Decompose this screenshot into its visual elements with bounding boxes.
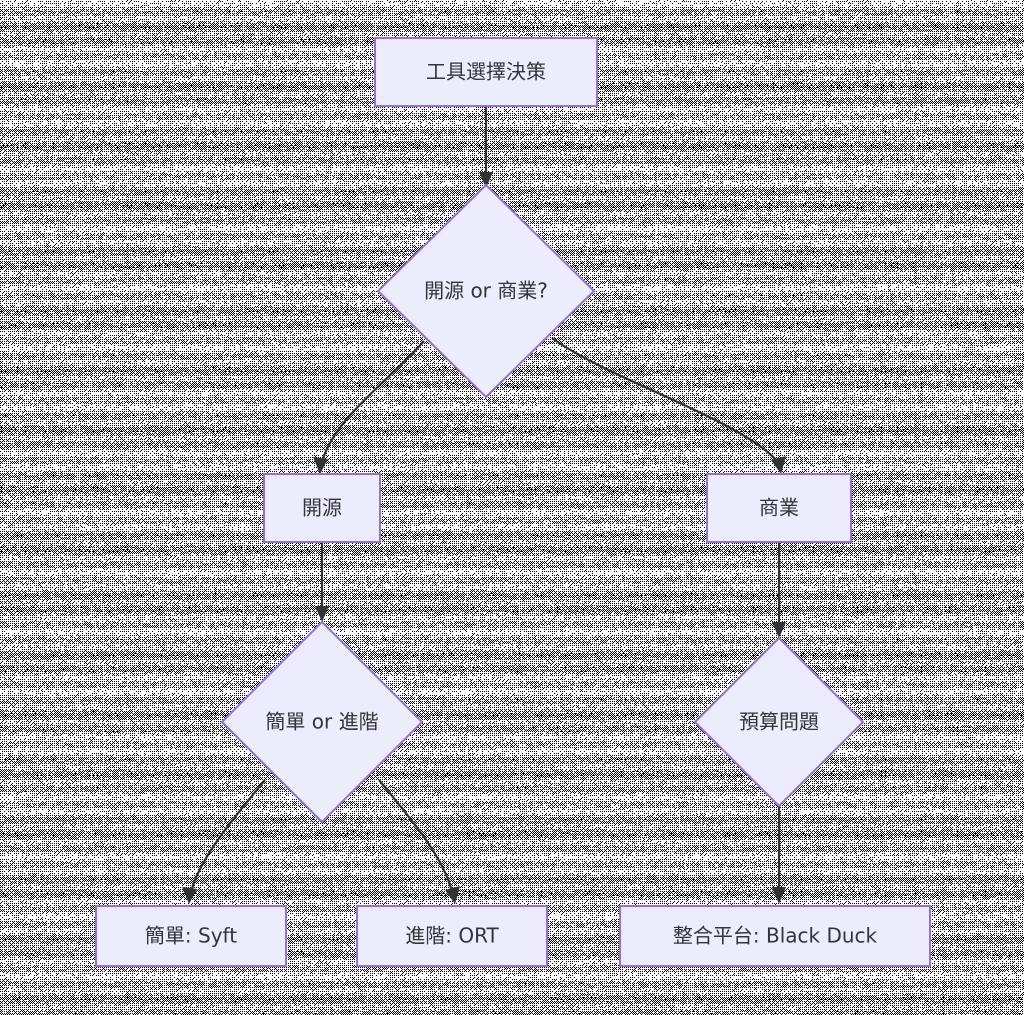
node-label-syft: 簡單: Syft: [145, 924, 237, 948]
arrowhead: [315, 606, 329, 622]
node-commercial[interactable]: 商業: [706, 473, 852, 543]
node-shape-diamond[interactable]: [220, 620, 424, 824]
node-label-ort: 進階: ORT: [405, 924, 499, 948]
node-label-decision2: 簡單 or 進階: [265, 710, 378, 734]
node-label-opensource: 開源: [302, 496, 342, 520]
node-shape-diamond[interactable]: [693, 636, 865, 808]
edge-decision2-to-syft: [182, 779, 266, 904]
arrowhead: [445, 886, 460, 904]
node-label-decision1: 開源 or 商業?: [424, 279, 548, 303]
node-label-decision3: 預算問題: [739, 710, 819, 734]
node-shape-diamond[interactable]: [376, 183, 596, 399]
node-shape-rect[interactable]: [619, 905, 931, 967]
node-shape-rect[interactable]: [374, 37, 598, 107]
edge-decision1-to-opensource: [313, 340, 425, 474]
edge-decision1-to-commercial: [551, 337, 786, 474]
edge-line: [189, 779, 266, 893]
arrowhead: [771, 456, 786, 474]
arrowhead: [772, 887, 786, 904]
edge-opensource-to-decision2: [315, 542, 329, 622]
arrowhead: [772, 622, 786, 638]
node-shape-rect[interactable]: [263, 473, 381, 543]
edge-start-to-decision1: [479, 106, 493, 188]
node-result-blackduck[interactable]: 整合平台: Black Duck: [619, 905, 931, 967]
node-start[interactable]: 工具選擇決策: [374, 37, 598, 107]
node-layer: 工具選擇決策 開源 or 商業? 開源 商業 簡單 or 進階: [95, 37, 931, 967]
edge-line: [551, 337, 779, 463]
edge-line: [320, 340, 425, 463]
node-result-ort[interactable]: 進階: ORT: [356, 905, 548, 967]
node-decision-simple-or-advanced[interactable]: 簡單 or 進階: [220, 620, 424, 824]
edge-commercial-to-decision3: [772, 542, 786, 638]
node-shape-rect[interactable]: [95, 905, 287, 967]
edge-line: [378, 779, 454, 893]
arrowhead: [182, 887, 197, 904]
node-decision-budget[interactable]: 預算問題: [693, 636, 865, 808]
edge-decision2-to-ort: [378, 779, 460, 904]
node-label-blackduck: 整合平台: Black Duck: [673, 924, 878, 948]
arrowhead: [479, 172, 493, 188]
arrowhead: [313, 457, 328, 474]
edge-decision3-to-blackduck: [772, 806, 786, 904]
node-label-start: 工具選擇決策: [426, 60, 546, 84]
node-shape-rect[interactable]: [706, 473, 852, 543]
node-label-commercial: 商業: [759, 496, 799, 520]
node-decision-opensource-or-commercial[interactable]: 開源 or 商業?: [376, 183, 596, 399]
node-shape-rect[interactable]: [356, 905, 548, 967]
node-result-syft[interactable]: 簡單: Syft: [95, 905, 287, 967]
node-opensource[interactable]: 開源: [263, 473, 381, 543]
edge-layer: [182, 106, 786, 904]
